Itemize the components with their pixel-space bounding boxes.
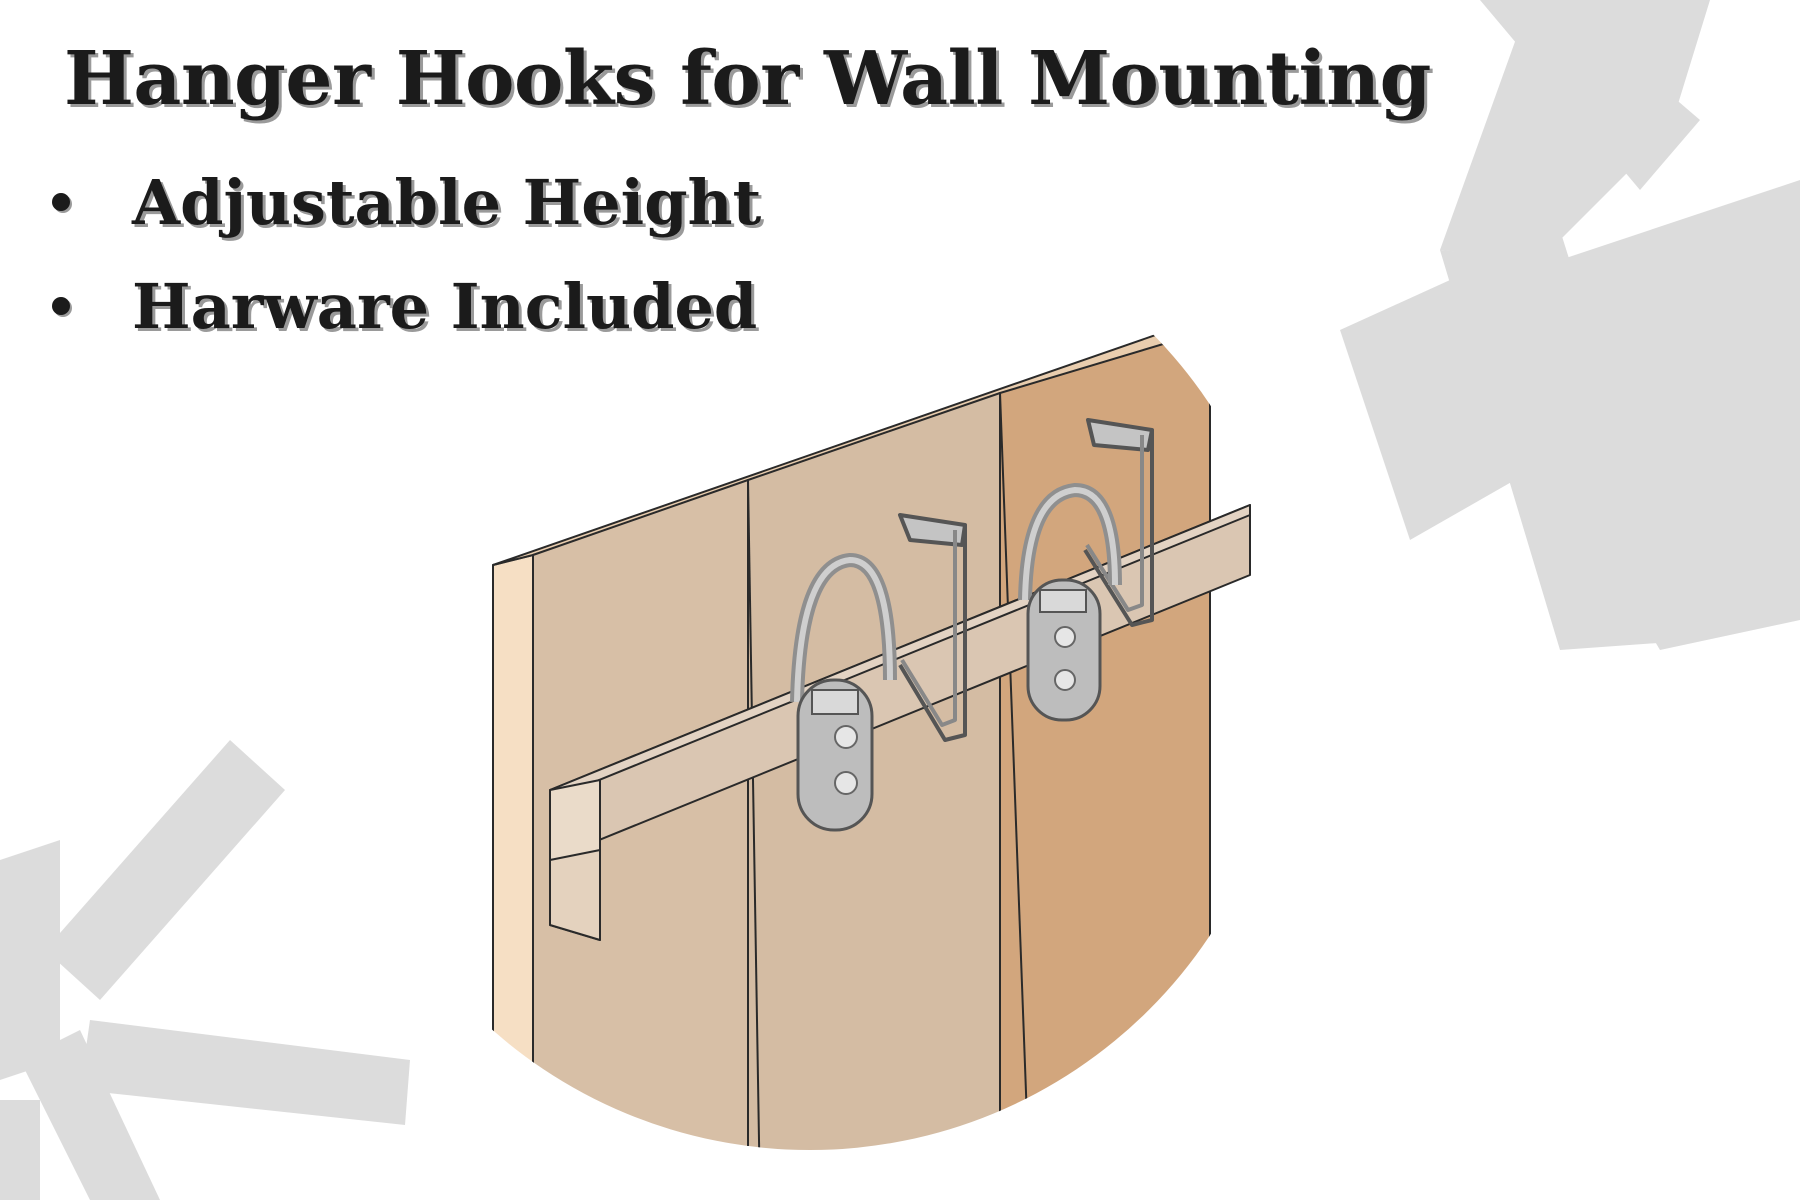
panel-side-face <box>492 554 534 1150</box>
asterisk-shape-right <box>1340 0 1800 650</box>
wall-panel-middle <box>747 392 1001 1150</box>
feature-item: Adjustable Height <box>52 150 761 254</box>
j-hook-icon <box>1083 418 1154 627</box>
feature-label: Harware Included <box>132 269 758 343</box>
bullet-icon <box>52 297 70 315</box>
page-title: Hanger Hooks for Wall Mounting <box>64 36 1431 122</box>
wall-panel-right <box>999 329 1211 1150</box>
feature-label: Adjustable Height <box>132 165 762 239</box>
wall-panel-left <box>532 479 749 1150</box>
j-hook-icon <box>898 513 967 742</box>
feature-item: Harware Included <box>52 254 761 358</box>
bullet-icon <box>52 193 70 211</box>
d-ring-hanger-icon <box>1018 482 1122 722</box>
d-ring-hanger-icon <box>790 552 897 832</box>
feature-list: Adjustable Height Harware Included <box>52 150 761 358</box>
asterisk-shape-left <box>0 740 410 1200</box>
